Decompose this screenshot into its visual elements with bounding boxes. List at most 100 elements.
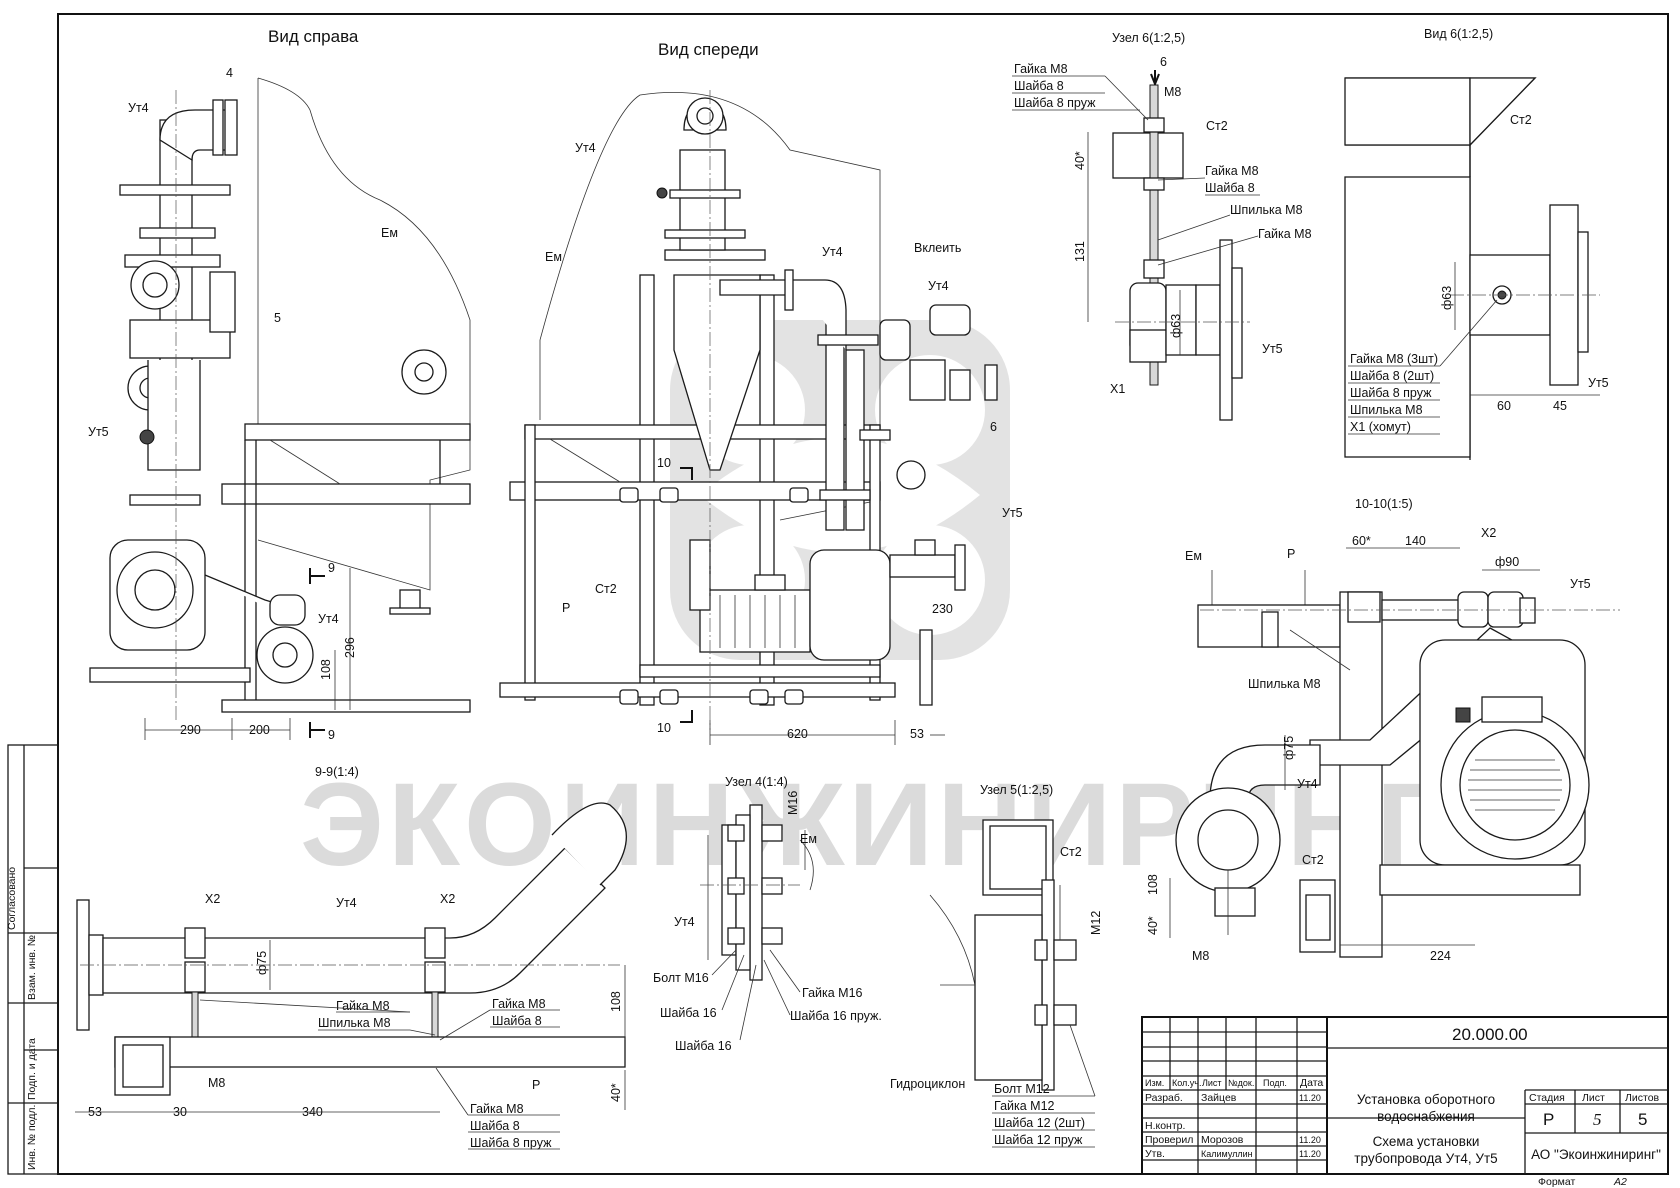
s1010-ut5: Ут5 (1570, 577, 1591, 591)
title-right-view: Вид справа (268, 27, 359, 46)
node5-bolt: Болт М12 (994, 1082, 1050, 1096)
section1010-drawing (1169, 547, 1620, 958)
node4-m16: М16 (786, 791, 800, 815)
tb-drawing-line2: трубопровода Ут4, Ут5 (1354, 1151, 1497, 1166)
title-front-view: Вид спереди (658, 40, 759, 59)
tb-row-razrab-date: 11.20 (1299, 1093, 1321, 1103)
label-fv-6: 6 (990, 420, 997, 434)
label-rv-4: 4 (226, 66, 233, 80)
tb-drawing-line1: Схема установки (1373, 1134, 1480, 1149)
tb-row-utv-date: 11.20 (1299, 1149, 1321, 1159)
s1010-em: Ем (1185, 549, 1202, 563)
label-fv-ut4-far: Ут4 (928, 279, 949, 293)
s1010-dim-60: 60* (1352, 534, 1371, 548)
node6-stud: Шпилька М8 (1230, 203, 1303, 217)
node5-st2: Ст2 (1060, 845, 1082, 859)
view6-callout-nut: Гайка М8 (3шт) (1350, 352, 1438, 366)
tb-sheet-label: Лист (1582, 1092, 1605, 1104)
node6-ut5: Ут5 (1262, 342, 1283, 356)
view6-dim-45: 45 (1553, 399, 1567, 413)
label-rv-ut5: Ут5 (88, 425, 109, 439)
s99-m8: М8 (208, 1076, 225, 1090)
node5-hydrocyclone: Гидроциклон (890, 1077, 965, 1091)
s99-bottom-washer: Шайба 8 (470, 1119, 520, 1133)
tb-sheets-label: Листов (1625, 1092, 1660, 1104)
view6-callout-clamp: Х1 (хомут) (1350, 420, 1411, 434)
node4-ut4: Ут4 (674, 915, 695, 929)
front-view-drawing (499, 90, 998, 745)
s99-ut4: Ут4 (336, 896, 357, 910)
tb-row-razrab-name: Зайцев (1201, 1092, 1237, 1104)
s1010-dim-140: 140 (1405, 534, 1426, 548)
title-node6: Узел 6(1:2,5) (1112, 31, 1185, 45)
tb-header-data: Дата (1300, 1077, 1323, 1089)
node5-nut: Гайка М12 (994, 1099, 1055, 1113)
side-label-signed: Подп. и дата (26, 1038, 38, 1100)
title-node5: Узел 5(1:2,5) (980, 783, 1053, 797)
s99-x2-left: Х2 (205, 892, 220, 906)
s1010-r: Р (1287, 547, 1295, 561)
s99-bottom-nut: Гайка М8 (470, 1102, 524, 1116)
s1010-stud: Шпилька М8 (1248, 677, 1321, 691)
tb-stage: Р (1543, 1110, 1554, 1129)
view6-callout-stud: Шпилька М8 (1350, 403, 1423, 417)
view6-dim-60: 60 (1497, 399, 1511, 413)
right-view-drawing (89, 77, 471, 740)
tb-sheet: 5 (1593, 1110, 1602, 1129)
s99-right-nut: Гайка М8 (492, 997, 546, 1011)
title-node4: Узел 4(1:4) (725, 775, 788, 789)
label-rv-9-top: 9 (328, 561, 335, 575)
tb-format: А2 (1613, 1176, 1627, 1188)
s99-dim-30: 30 (173, 1105, 187, 1119)
node4-em: Ем (800, 832, 817, 846)
tb-header-podp: Подп. (1263, 1078, 1287, 1088)
node4-spring: Шайба 16 пруж. (790, 1009, 882, 1023)
label-fv-ut4-right: Ут4 (822, 245, 843, 259)
label-fv-st2: Ст2 (595, 582, 617, 596)
tb-row-proveril-role: Проверил (1145, 1134, 1193, 1146)
s99-dim-40: 40* (609, 1083, 623, 1102)
view6-ut5: Ут5 (1588, 376, 1609, 390)
side-label-replaced: Взам. инв. № (26, 935, 38, 1000)
s1010-dim-40: 40* (1146, 916, 1160, 935)
tb-header-ndok: №док. (1228, 1078, 1254, 1088)
node6-arrow-6: 6 (1160, 55, 1167, 69)
node5-washer: Шайба 12 (2шт) (994, 1116, 1085, 1130)
node6-mid-washer: Шайба 8 (1205, 181, 1255, 195)
dim-620: 620 (787, 727, 808, 741)
label-rv-em: Ем (381, 226, 398, 240)
node5-drawing (929, 819, 1077, 1091)
node4-bolt: Болт М16 (653, 971, 709, 985)
tb-row-proveril-name: Морозов (1201, 1134, 1244, 1146)
tb-project-line2: водоснабжения (1377, 1109, 1475, 1124)
tb-row-razrab-role: Разраб. (1145, 1092, 1183, 1104)
node4-drawing (700, 804, 814, 981)
title-block-grid (1141, 1016, 1669, 1175)
node6-callouts (1012, 75, 1260, 266)
node5-spring: Шайба 12 пруж (994, 1133, 1083, 1147)
dim-108-rv: 108 (319, 659, 333, 680)
label-fv-ut5: Ут5 (1002, 506, 1023, 520)
view6-callout-spring: Шайба 8 пруж (1350, 386, 1432, 400)
title-section1010: 10-10(1:5) (1355, 497, 1413, 511)
view6-callouts (1348, 299, 1498, 435)
node6-m8: М8 (1164, 85, 1181, 99)
s99-dim-340: 340 (302, 1105, 323, 1119)
label-fv-vkleit: Вклеить (914, 241, 961, 255)
node6-callout-spring-washer: Шайба 8 пруж (1014, 96, 1096, 110)
node6-callout-nut: Гайка М8 (1014, 62, 1068, 76)
label-fv-ut4: Ут4 (575, 141, 596, 155)
title-section99: 9-9(1:4) (315, 765, 359, 779)
tb-company: АО "Экоинжиниринг" (1531, 1147, 1661, 1162)
side-label-agreed: Согласовано (6, 867, 18, 930)
view6-callout-washer: Шайба 8 (2шт) (1350, 369, 1434, 383)
s1010-phi75: ф75 (1282, 736, 1296, 760)
tb-header-kolich: Кол.уч. (1172, 1078, 1202, 1088)
node6-nut: Гайка М8 (1258, 227, 1312, 241)
tb-row-nkontr-role: Н.контр. (1145, 1120, 1185, 1132)
s99-dim-108: 108 (609, 991, 623, 1012)
s99-r: Р (532, 1078, 540, 1092)
label-fv-em: Ем (545, 250, 562, 264)
node6-phi63: ф63 (1169, 314, 1183, 338)
